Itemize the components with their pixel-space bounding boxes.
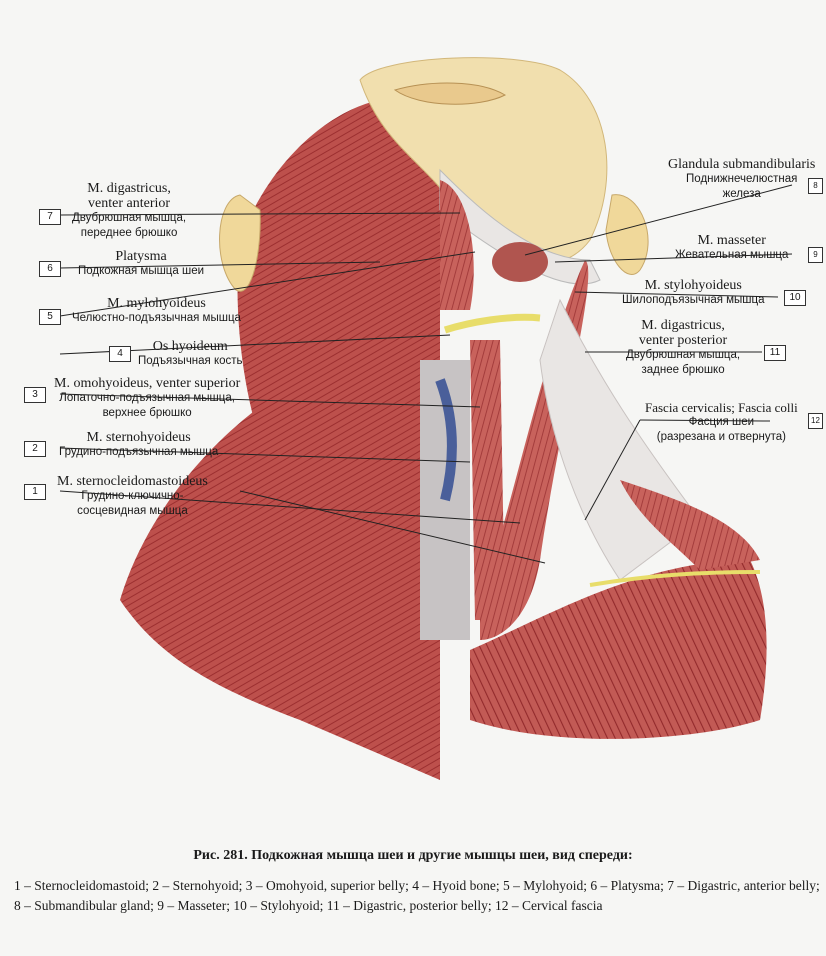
russian-line: Подъязычная кость bbox=[138, 355, 243, 367]
figure-caption-legend: 1 – Sternocleidomastoid; 2 – Sternohyoid… bbox=[14, 878, 820, 913]
russian-line: Подкожная мышца шеи bbox=[78, 265, 205, 277]
right-ear bbox=[605, 194, 649, 275]
russian-line: Челюстно-подъязычная мышца bbox=[72, 312, 241, 324]
russian-line: (разрезана и отвернута) bbox=[656, 431, 786, 443]
leader-lines bbox=[59, 184, 793, 564]
label-cervical-fascia: Fascia cervicalis; Fascia colli Фасция ш… bbox=[645, 400, 798, 445]
latin-line: M. digastricus, bbox=[641, 318, 725, 333]
number-box: 3 bbox=[24, 387, 46, 403]
latin-line: M. masseter bbox=[697, 233, 766, 248]
label-digastric-posterior: M. digastricus, venter posterior Двубрюш… bbox=[626, 318, 740, 378]
label-omohyoid: M. omohyoideus, venter superior Лопаточн… bbox=[54, 376, 240, 421]
russian-line: заднее брюшко bbox=[641, 364, 725, 376]
latin-line: Os hyoideum bbox=[152, 339, 228, 354]
label-sternohyoid: M. sternohyoideus Грудино-подъязычная мы… bbox=[59, 430, 218, 460]
hyoid-bone bbox=[443, 313, 541, 334]
label-mylohyoid: M. mylohyoideus Челюстно-подъязычная мыш… bbox=[72, 296, 241, 326]
latin-line: venter anterior bbox=[88, 196, 171, 211]
russian-line: верхнее брюшко bbox=[102, 407, 192, 419]
latin-line: Platysma bbox=[115, 249, 167, 264]
latin-line: venter posterior bbox=[638, 333, 728, 348]
pectoral bbox=[470, 560, 767, 739]
russian-line: Фасция шеи bbox=[688, 416, 755, 428]
label-stylohyoid: M. stylohyoideus Шилоподъязычная мышца bbox=[622, 278, 765, 308]
russian-line: Грудино-подъязычная мышца bbox=[59, 446, 219, 458]
label-masseter: M. masseter Жевательная мышца bbox=[675, 233, 788, 263]
label-submandibular-gland: Glandula submandibularis Поднижнечелюстн… bbox=[668, 157, 815, 202]
latin-line: M. stylohyoideus bbox=[644, 278, 742, 293]
figure-caption-title: Рис. 281. Подкожная мышца шеи и другие м… bbox=[193, 848, 633, 863]
latin-line: M. digastricus, bbox=[87, 181, 171, 196]
russian-line: переднее брюшко bbox=[80, 227, 178, 239]
number-box: 8 bbox=[808, 178, 823, 194]
latin-line: Glandula submandibularis bbox=[668, 157, 816, 172]
trapezius-right bbox=[620, 480, 760, 570]
number-box: 10 bbox=[784, 290, 806, 306]
russian-line: Лопаточно-подъязычная мышца, bbox=[59, 392, 235, 404]
label-sternocleidomastoid: M. sternocleidomastoideus Грудино-ключич… bbox=[57, 474, 208, 519]
number-box: 7 bbox=[39, 209, 61, 225]
jaw-fascia bbox=[439, 168, 601, 285]
russian-line: Двубрюшная мышца, bbox=[72, 212, 187, 224]
russian-line: Поднижнечелюстная bbox=[686, 173, 798, 185]
number-box: 5 bbox=[39, 309, 61, 325]
platysma-neck bbox=[237, 100, 440, 560]
number-box: 1 bbox=[24, 484, 46, 500]
number-box: 11 bbox=[764, 345, 786, 361]
jugular bbox=[435, 378, 457, 502]
number-box: 12 bbox=[808, 413, 823, 429]
label-digastric-anterior: M. digastricus, venter anterior Двубрюшн… bbox=[72, 181, 186, 241]
latin-line: M. sternocleidomastoideus bbox=[57, 474, 208, 489]
neck-anatomy-illustration bbox=[59, 57, 793, 780]
left-ear bbox=[219, 194, 261, 292]
label-hyoid: Os hyoideum Подъязычная кость bbox=[138, 339, 243, 369]
lip bbox=[393, 82, 507, 105]
number-box: 9 bbox=[808, 247, 823, 263]
latin-line: M. sternohyoideus bbox=[86, 430, 191, 445]
clavicle-nerve bbox=[589, 570, 761, 587]
russian-line: Шилоподъязычная мышца bbox=[622, 294, 765, 306]
number-box: 6 bbox=[39, 261, 61, 277]
russian-line: Жевательная мышца bbox=[675, 249, 789, 261]
russian-line: Двубрюшная мышца, bbox=[626, 349, 741, 361]
chin-skin bbox=[359, 57, 608, 264]
russian-line: сосцевидная мышца bbox=[77, 505, 188, 517]
submandibular-gland bbox=[492, 242, 548, 282]
digastric-anterior bbox=[440, 180, 474, 310]
latin-line: M. mylohyoideus bbox=[107, 296, 206, 311]
russian-line: Грудино-ключично- bbox=[81, 490, 184, 502]
label-platysma: Platysma Подкожная мышца шеи bbox=[78, 249, 204, 279]
russian-line: железа bbox=[722, 188, 761, 200]
latin-line: Fascia cervicalis; Fascia colli bbox=[645, 400, 798, 415]
number-box: 2 bbox=[24, 441, 46, 457]
number-box: 4 bbox=[109, 346, 131, 362]
latin-line: M. omohyoideus, venter superior bbox=[54, 376, 241, 391]
